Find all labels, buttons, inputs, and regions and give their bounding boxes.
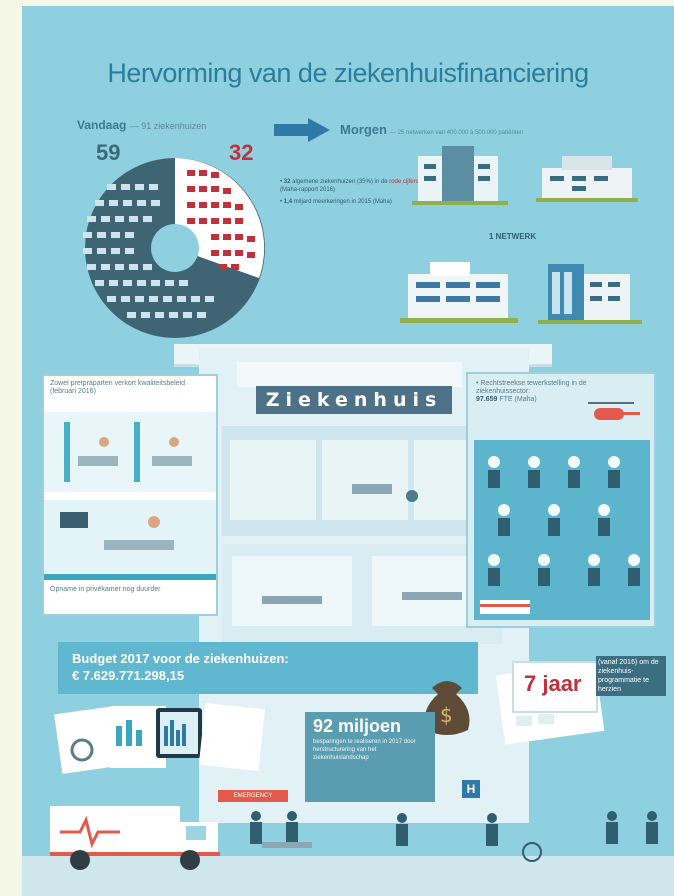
hospital-building-icon — [536, 156, 638, 202]
budget-title: Budget 2017 voor de ziekenhuizen: — [72, 651, 289, 666]
hospital-building-icon — [400, 262, 518, 323]
employment-caption: • Rechtstreekse tewerkstelling in de zie… — [476, 380, 587, 403]
page-title: Hervorming van de ziekenhuisfinanciering — [107, 58, 589, 88]
hospital-rooms-illustration — [222, 426, 502, 644]
savings-box: 92 miljoen besparingen te realiseren in … — [305, 712, 435, 802]
rooms-panel-caption: Zowel pretpraparten verkort kwaliteitsbe… — [50, 380, 186, 395]
grey-hospital-icons — [83, 184, 214, 318]
pie-bullets: • 32 algemene ziekenhuizen (35%) in de r… — [280, 178, 420, 210]
years-card: 7 jaar — [512, 661, 598, 713]
infographic-poster: Hervorming van de ziekenhuisfinanciering… — [22, 6, 674, 896]
svg-text:$: $ — [440, 703, 453, 727]
today-header: Vandaag — 91 ziekenhuizen — [77, 118, 206, 132]
today-label: Vandaag — [77, 118, 127, 132]
employment-stat: 97.659 — [476, 396, 498, 403]
documents-tablets-illustration — [54, 703, 265, 774]
red-hospital-icons — [187, 170, 255, 270]
tomorrow-label: Morgen — [340, 122, 387, 137]
years-note: (vanaf 2016) om de ziekenhuis-programmat… — [596, 656, 666, 696]
rooms-panel: Zowel pretpraparten verkort kwaliteitsbe… — [42, 374, 218, 616]
emergency-sign: EMERGENCY — [218, 790, 288, 802]
hospital-sign: Ziekenhuis — [256, 386, 452, 414]
staff-illustration — [474, 440, 650, 620]
count-right: 32 — [229, 140, 254, 165]
hospitals-pie-chart — [83, 158, 265, 338]
helicopter-icon — [588, 402, 640, 420]
pie-center-hole — [151, 224, 199, 272]
budget-amount: € 7.629.771.298,15 — [72, 668, 185, 683]
bullet-item: • 32 algemene ziekenhuizen (35%) in de r… — [280, 179, 419, 193]
tomorrow-header: Morgen — 25 netwerken van 400.000 à 500.… — [340, 122, 523, 137]
budget-banner — [58, 642, 478, 694]
count-left: 59 — [96, 140, 121, 165]
hospital-h-sign: H — [462, 780, 480, 798]
ambulance-icon — [50, 806, 220, 870]
savings-amount: 92 miljoen — [313, 716, 402, 736]
patient-rooms-illustration — [44, 412, 216, 580]
savings-description: besparingen te realiseren in 2017 door h… — [313, 739, 416, 761]
tomorrow-detail: — 25 netwerken van 400.000 à 500.000 pat… — [390, 130, 524, 136]
hospital-top — [237, 362, 462, 387]
ground — [22, 856, 674, 896]
bullet-item: • 1,4 miljard meerkeringen in 2015 (Maha… — [280, 199, 392, 205]
employment-panel: • Rechtstreekse tewerkstelling in de zie… — [466, 372, 656, 628]
today-detail: — 91 ziekenhuizen — [129, 121, 207, 131]
people-illustration — [250, 811, 658, 862]
money-bag-icon: $ — [424, 681, 470, 735]
hospital-building-icon — [412, 146, 508, 205]
hospital-building-icon — [538, 264, 642, 324]
years-value: 7 jaar — [524, 671, 582, 696]
right-arrow-icon — [274, 118, 330, 142]
network-label: 1 NETWERK — [489, 232, 537, 241]
rooms-panel-note: Opname in privékamer nog duurder — [50, 586, 161, 593]
budget-text: Budget 2017 voor de ziekenhuizen: € 7.62… — [72, 650, 312, 684]
